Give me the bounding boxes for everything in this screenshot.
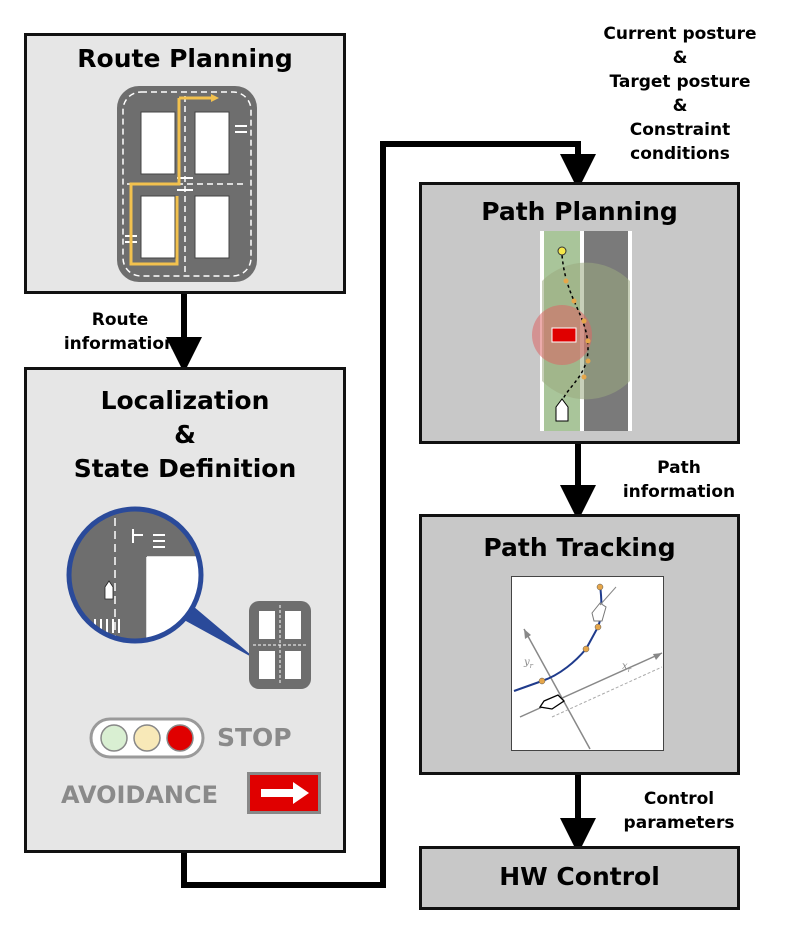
control-parameters-label: Control parameters (623, 789, 735, 833)
axis-label-xr: xr (622, 661, 632, 674)
route-path-line (129, 96, 211, 266)
arrow-localization-to-path-planning (181, 141, 596, 888)
signal-red-lamp (166, 724, 194, 752)
stop-status-text: STOP (217, 723, 292, 752)
path-planning-image (532, 231, 632, 431)
path-tracking-title: Path Tracking (483, 533, 676, 562)
route-planning-box: Route Planning (24, 33, 346, 294)
route-planning-title: Route Planning (77, 44, 293, 73)
reference-path-line (513, 584, 603, 692)
avoidance-status-text: AVOIDANCE (61, 781, 219, 809)
hw-control-box: HW Control (419, 846, 740, 910)
planned-path-line (561, 254, 589, 410)
signal-green-lamp (100, 724, 128, 752)
hw-control-title: HW Control (499, 862, 660, 891)
traffic-signal-icon (89, 717, 205, 759)
input-conditions-label: Current posture & Target posture & Const… (603, 24, 757, 164)
localization-box: Localization & State Definition (24, 367, 346, 853)
path-planning-title: Path Planning (481, 197, 678, 226)
localization-title: Localization & State Definition (73, 386, 297, 483)
tracking-diagram-panel: yr xr (511, 576, 664, 751)
path-tracking-box: Path Tracking yr xr (419, 514, 740, 775)
tracking-geometry-image: yr xr (513, 583, 663, 750)
target-vehicle-icon (591, 602, 607, 622)
signal-yellow-lamp (133, 724, 161, 752)
path-information-label: Path information (622, 458, 736, 502)
avoidance-arrow-sign-icon (247, 772, 321, 814)
ego-vehicle-icon (555, 398, 569, 422)
axis-label-yr: yr (523, 657, 534, 670)
vehicle-body-icon (538, 694, 566, 710)
route-map-image (117, 86, 257, 282)
target-point (557, 246, 567, 256)
magnifier-map-image (66, 506, 311, 689)
route-information-label: Route information (63, 310, 177, 354)
path-planning-box: Path Planning (419, 182, 740, 444)
